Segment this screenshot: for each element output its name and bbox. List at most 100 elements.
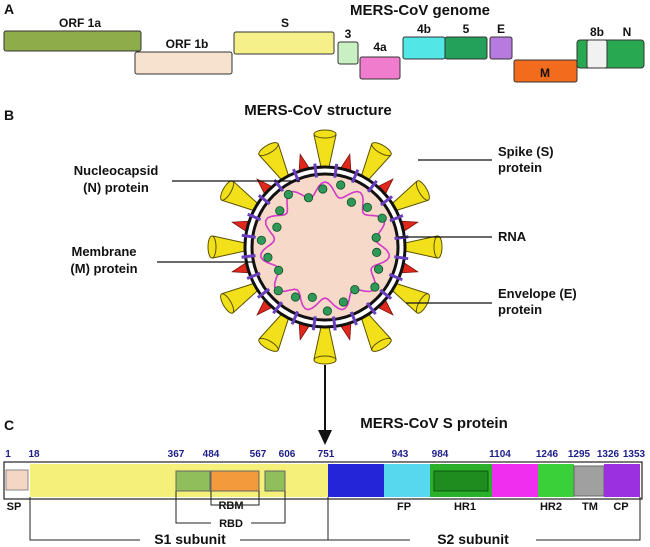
inner-membrane	[250, 172, 400, 322]
spike-head	[415, 180, 430, 201]
gene-label: 3	[345, 27, 352, 41]
subunit-s1-label: S1 subunit	[154, 531, 226, 547]
gene-m	[513, 59, 578, 83]
spike-head	[313, 355, 337, 365]
domain-brackets	[29, 491, 641, 541]
panel-b-letter: B	[4, 107, 14, 123]
gene-label: 8b	[590, 25, 604, 39]
gene-label: 5	[463, 22, 470, 36]
domain-label-cp: CP	[613, 501, 628, 513]
envelope-protein	[273, 178, 285, 193]
domain-label-tm: TM	[582, 501, 598, 513]
envelope-protein	[247, 212, 262, 221]
nucleocapsid-protein	[336, 180, 346, 190]
label-spike-line2: protein	[498, 160, 542, 175]
gene-label: ORF 1a	[59, 16, 101, 30]
envelope-protein	[292, 168, 301, 183]
nucleocapsid-protein	[307, 292, 317, 302]
rbd-bracket	[175, 491, 211, 524]
genome-title: MERS-CoV genome	[350, 2, 490, 19]
envelope-protein	[272, 301, 284, 315]
envelope-protein	[290, 310, 299, 325]
gene-4a	[359, 56, 401, 80]
genome-labels: ORF 1a ORF 1b S 3 4a 4b 5 E M 8b N	[59, 16, 631, 80]
envelope-proteins	[241, 163, 409, 331]
label-spike-line1: Spike (S)	[498, 144, 554, 159]
pos-label: 1246	[536, 449, 559, 460]
structure-title: MERS-CoV structure	[244, 102, 392, 119]
pos-label: 484	[203, 449, 220, 460]
nucleocapsid-protein	[263, 252, 273, 262]
envelope-protein	[389, 214, 404, 223]
spike-head	[433, 235, 443, 259]
label-envelope-line2: protein	[498, 302, 542, 317]
gene-label: 4b	[417, 22, 431, 36]
spike-head	[207, 235, 217, 259]
spike-protein	[313, 326, 337, 360]
label-membrane-line1: Membrane	[71, 244, 136, 259]
label-rna: RNA	[498, 229, 527, 244]
gene-3	[337, 41, 359, 65]
s2-bracket-right	[536, 497, 641, 541]
nucleocapsid-protein	[346, 197, 356, 207]
domain-label-sp: SP	[7, 501, 22, 513]
envelope-protein	[379, 195, 394, 207]
pos-label: 751	[318, 449, 335, 460]
rbd-bracket-right	[251, 491, 286, 524]
label-nucleocapsid-line1: Nucleocapsid	[74, 163, 159, 178]
envelope-protein	[241, 233, 256, 239]
envelope-protein	[256, 287, 271, 299]
pos-label: 1104	[489, 449, 511, 460]
hr2-domain	[538, 464, 574, 497]
envelope-protein	[351, 169, 360, 184]
envelope-protein	[313, 163, 318, 178]
nucleocapsid-protein	[373, 264, 384, 274]
s-protein-bar	[3, 461, 643, 500]
nucleocapsid-protein	[370, 282, 380, 292]
spike-head	[371, 142, 392, 157]
gene-label: N	[623, 25, 632, 39]
position-numbers: 1 18 367 484 567 606 751 943 984 1104 12…	[5, 449, 645, 460]
envelope-protein	[394, 255, 409, 261]
gene-8b	[586, 39, 608, 69]
envelope-protein	[246, 271, 261, 280]
gene-4b	[402, 36, 446, 60]
nucleocapsid-protein	[350, 284, 360, 295]
nucleocapsid-protein	[273, 265, 284, 275]
fp-domain	[384, 464, 430, 497]
nucleocapsid-protein	[275, 206, 285, 216]
envelope-protein	[365, 301, 377, 316]
nucleocapsid-protein	[303, 193, 314, 203]
domain-label-rbm: RBM	[218, 500, 243, 512]
envelope-protein	[333, 163, 339, 178]
gene-s	[233, 31, 335, 55]
pos-label: 1295	[568, 449, 591, 460]
structure-labels: Nucleocapsid (N) protein Membrane (M) pr…	[70, 144, 576, 317]
rbm-bracket	[210, 491, 260, 506]
nucleocapsid-protein	[318, 184, 328, 194]
rbm-domain	[210, 470, 260, 492]
pos-label: 18	[28, 449, 40, 460]
domain-label-hr2: HR2	[540, 501, 562, 513]
pos-label: 1326	[597, 449, 620, 460]
rbd-left	[175, 470, 211, 492]
pos-label: 567	[250, 449, 267, 460]
s1-bracket	[29, 497, 140, 541]
pos-label: 1353	[623, 449, 646, 460]
domain-label-rbd: RBD	[219, 518, 243, 530]
label-envelope-line1: Envelope (E)	[498, 286, 577, 301]
tm-domain	[573, 465, 605, 497]
structure-leaders	[157, 159, 492, 304]
label-membrane-line2: (M) protein	[70, 261, 137, 276]
nucleocapsid-protein	[377, 213, 387, 223]
virion	[207, 129, 443, 365]
nucleocapsid-protein	[322, 306, 332, 316]
cp-domain	[604, 464, 640, 497]
spike-head	[220, 293, 235, 314]
nucleocapsid-protein	[273, 286, 283, 296]
spike-head	[258, 337, 279, 352]
spike-head	[258, 142, 279, 157]
gene-orf1a	[3, 30, 142, 52]
gene-label: 4a	[373, 40, 387, 54]
